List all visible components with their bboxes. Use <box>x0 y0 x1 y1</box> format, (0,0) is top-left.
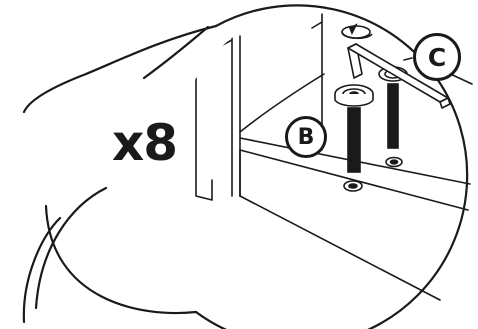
callout-c-label: C <box>428 43 446 72</box>
bolt-b <box>335 85 373 191</box>
callout-c: C <box>413 33 461 81</box>
rotate-arrow-icon <box>342 25 372 38</box>
callout-b: B <box>285 116 327 158</box>
callout-b-label: B <box>298 125 315 150</box>
magnifier-outline <box>24 5 467 329</box>
quantity-label: x8 <box>112 118 177 168</box>
bolt-rear <box>379 67 407 167</box>
